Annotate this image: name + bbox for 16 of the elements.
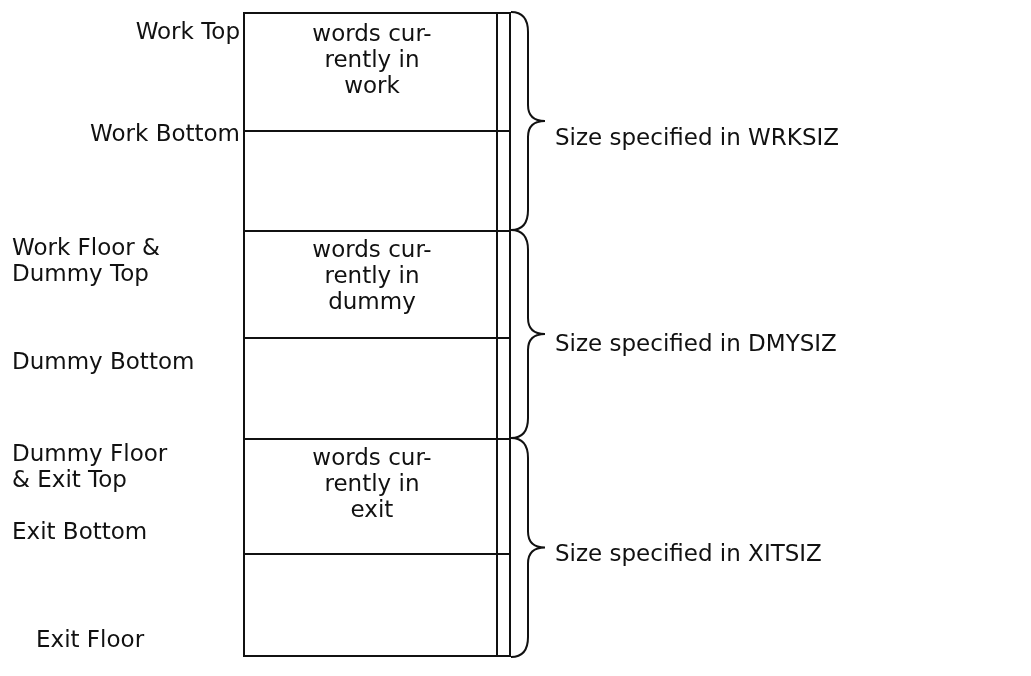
memory-region — [243, 130, 511, 232]
memory-region — [243, 337, 511, 440]
pointer-label: Work Bottom — [90, 120, 240, 146]
size-label: Size specified in XITSIZ — [555, 540, 822, 566]
pointer-label: Dummy Bottom — [12, 348, 195, 374]
pointer-label: Work Top — [135, 18, 240, 44]
memory-region — [243, 553, 511, 657]
pointer-label: Work Floor & Dummy Top — [12, 234, 161, 286]
pointer-label: Exit Floor — [36, 626, 145, 652]
size-label: Size specified in DMYSIZ — [555, 330, 837, 356]
pointer-label: Dummy Floor & Exit Top — [12, 440, 168, 492]
memory-region: words cur- rently in exit — [243, 438, 511, 555]
memory-region: words cur- rently in work — [243, 12, 511, 132]
size-label: Size specified in WRKSIZ — [555, 124, 840, 150]
memory-region: words cur- rently in dummy — [243, 230, 511, 339]
pointer-label: Exit Bottom — [12, 518, 148, 544]
